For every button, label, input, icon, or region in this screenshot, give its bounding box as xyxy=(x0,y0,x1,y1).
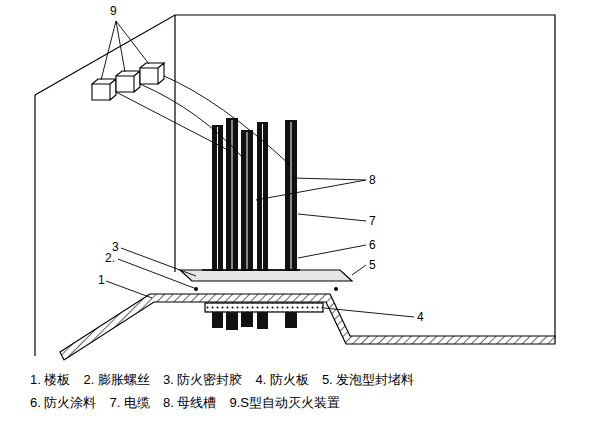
cables xyxy=(202,118,300,330)
callout-number: 1 xyxy=(97,273,106,287)
legend-item: 5. 发泡型封堵料 xyxy=(322,372,414,388)
wall-edge xyxy=(34,95,35,356)
bolt xyxy=(334,287,338,291)
sealing-plate xyxy=(180,270,352,281)
callout-number: 5 xyxy=(368,258,377,272)
callout-number: 9 xyxy=(109,4,118,18)
callout-number: 6 xyxy=(368,238,377,252)
legend-item: 6. 防火涂料 xyxy=(30,395,96,411)
callout-number: 4 xyxy=(416,310,425,324)
floor-slab xyxy=(60,294,555,360)
legend-item: 4. 防火板 xyxy=(255,372,308,388)
legend-item: 2. 膨胀螺丝 xyxy=(83,372,149,388)
wall-corner xyxy=(174,15,175,272)
legend-item: 9.S型自动灭火装置 xyxy=(229,395,340,411)
callout-number: 2. xyxy=(104,251,116,265)
legend-item: 1. 楼板 xyxy=(30,372,70,388)
callout-number: 8 xyxy=(368,173,377,187)
callout-number: 7 xyxy=(368,214,377,228)
legend-item: 8. 母线槽 xyxy=(163,395,216,411)
legend-item: 3. 防火密封胶 xyxy=(163,372,242,388)
wires xyxy=(116,76,290,165)
walls xyxy=(35,15,555,356)
leader-lines xyxy=(101,21,414,317)
fire-board xyxy=(205,303,323,312)
legend-row: 1. 楼板 2. 膨胀螺丝 3. 防火密封胶 4. 防火板 5. 发泡型封堵料 xyxy=(30,372,414,388)
extinguisher-devices xyxy=(92,63,164,100)
bolt xyxy=(194,287,198,291)
legend-item: 7. 电缆 xyxy=(109,395,149,411)
legend-row: 6. 防火涂料 7. 电缆 8. 母线槽 9.S型自动灭火装置 xyxy=(30,395,340,411)
wall-outline xyxy=(35,15,555,338)
